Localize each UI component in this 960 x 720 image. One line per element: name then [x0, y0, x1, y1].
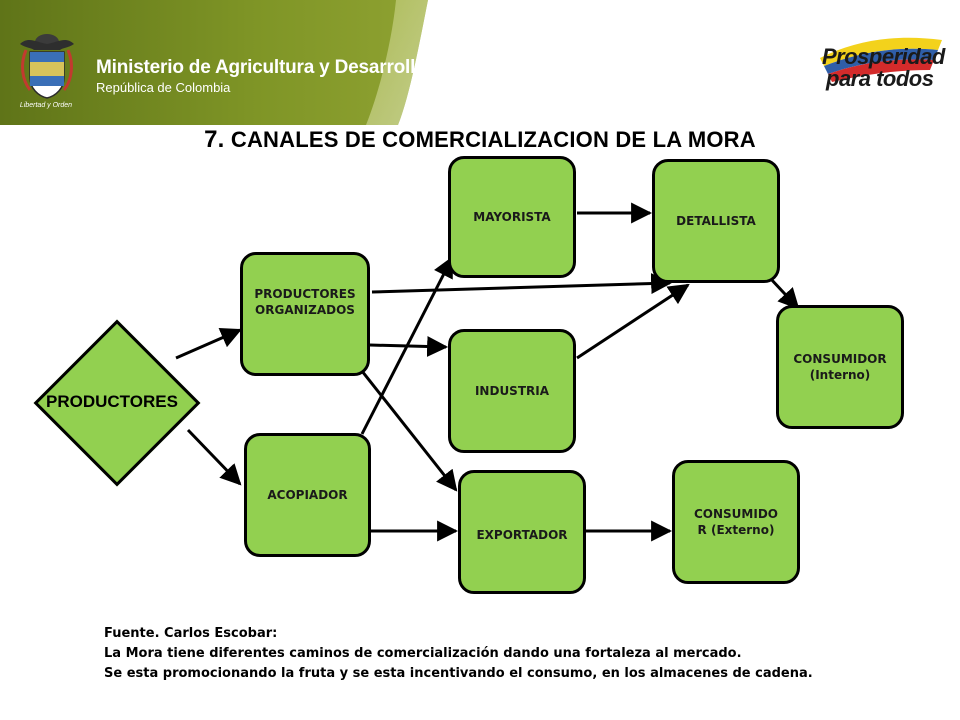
node-exportador: EXPORTADOR: [458, 470, 586, 594]
brand-line-1: Prosperidad: [822, 44, 945, 69]
node-mayorista: MAYORISTA: [448, 156, 576, 278]
footer-notes: Fuente. Carlos Escobar: La Mora tiene di…: [104, 624, 813, 684]
arrow-detallista-to-consumidor-interno: [768, 276, 800, 310]
arrow-organizados-to-exportador: [356, 365, 458, 492]
node-exportador-label: EXPORTADOR: [476, 527, 568, 542]
node-consumidor-externo-line2: R (Externo): [697, 523, 775, 537]
node-industria: INDUSTRIA: [448, 329, 576, 453]
footer-line-2: Se esta promocionando la fruta y se esta…: [104, 666, 813, 681]
node-detallista-label: DETALLISTA: [676, 213, 756, 228]
coat-of-arms-icon: [20, 34, 74, 99]
header-band: [0, 0, 428, 125]
prosperidad-logo-icon: [820, 37, 942, 82]
node-detallista: DETALLISTA: [652, 159, 780, 283]
node-productores-organizados-label: PRODUCTORES ORGANIZADOS: [254, 286, 356, 317]
node-consumidor-externo: CONSUMIDO R (Externo): [672, 460, 800, 584]
node-mayorista-label: MAYORISTA: [473, 209, 551, 224]
ministry-subtitle: República de Colombia: [96, 80, 231, 95]
title-number: 7.: [204, 126, 225, 153]
node-productores-organizados: PRODUCTORES ORGANIZADOS: [240, 252, 370, 376]
slide-title: 7. CANALES DE COMERCIALIZACION DE LA MOR…: [0, 126, 960, 154]
productores-label: PRODUCTORES: [46, 392, 178, 411]
arrow-acopiador-to-mayorista: [360, 256, 454, 435]
node-consumidor-interno: CONSUMIDOR (Interno): [776, 305, 904, 429]
arrow-productores-to-organizados: [175, 327, 242, 360]
footer-line-1: La Mora tiene diferentes caminos de come…: [104, 646, 742, 661]
seal-caption: Libertad y Orden: [19, 102, 73, 109]
arrow-productores-to-acopiador: [186, 428, 242, 486]
node-consumidor-interno-line1: CONSUMIDOR: [793, 351, 887, 366]
ministry-title: Ministerio de Agricultura y Desarrollo R…: [96, 57, 480, 78]
node-consumidor-externo-line1: CONSUMIDO: [693, 506, 778, 521]
arrow-organizados-to-detallista: [371, 273, 673, 295]
footer-source: Fuente. Carlos Escobar:: [104, 626, 278, 641]
node-industria-label: INDUSTRIA: [474, 383, 550, 398]
arrow-industria-to-detallista: [576, 283, 690, 360]
node-acopiador: ACOPIADOR: [244, 433, 371, 557]
node-consumidor-interno-line2: (Interno): [809, 368, 871, 382]
brand-line-2: para todos: [826, 66, 934, 91]
title-text: CANALES DE COMERCIALIZACION DE LA MORA: [230, 127, 756, 152]
node-acopiador-label: ACOPIADOR: [267, 487, 348, 502]
